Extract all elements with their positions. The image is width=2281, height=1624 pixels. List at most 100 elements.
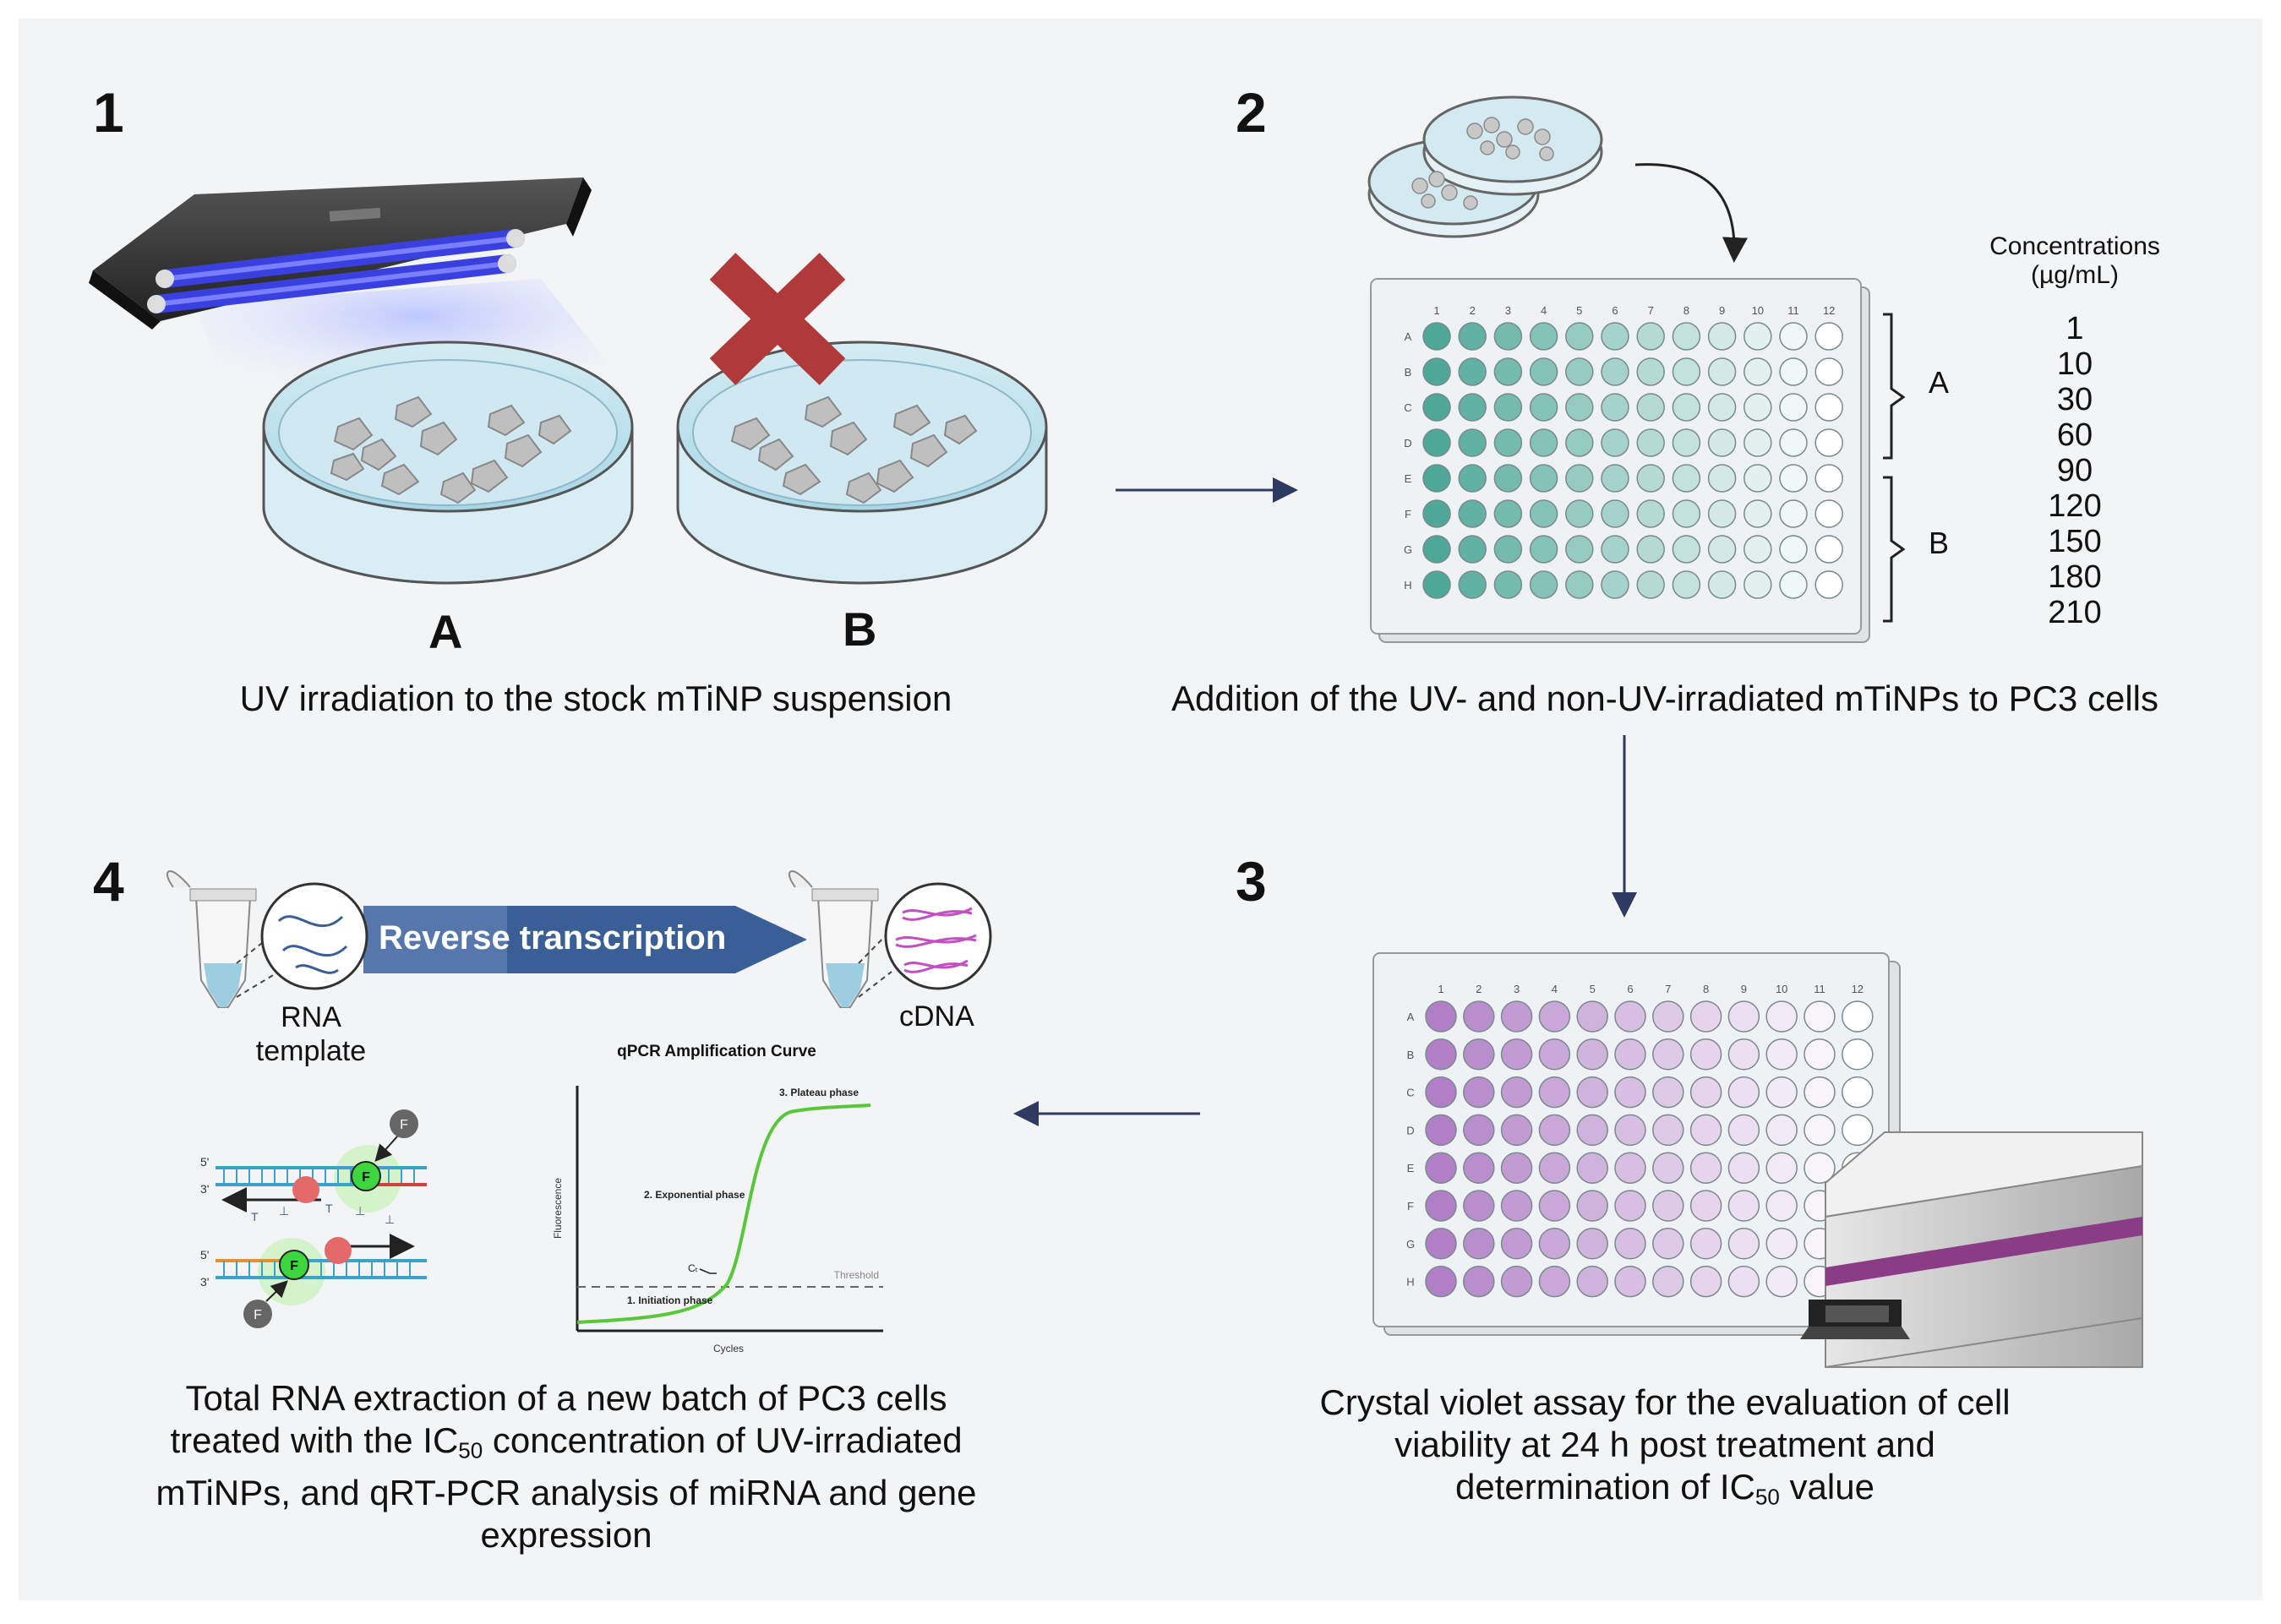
concentration-value: 10 [2056,346,2093,382]
plate3-well [1614,1190,1646,1222]
concentration-value: 120 [2048,488,2102,524]
plate3-well [1463,1152,1495,1184]
step-4-caption-line2-post: concentration of UV-irradiated [483,1420,963,1460]
rna-template-label: RNA template [252,1000,370,1068]
reverse-transcription-label: Reverse transcription [379,919,727,956]
step-1-caption: UV irradiation to the stock mTiNP suspen… [239,678,952,718]
qpcr-phase3: 3. Plateau phase [779,1087,859,1098]
plate2-well [1422,464,1451,493]
plate3-well [1652,1265,1684,1298]
plate2-well [1529,393,1558,422]
plate3-column-label: 8 [1703,983,1709,995]
plate2-well [1636,570,1665,599]
plate3-well [1689,1000,1722,1033]
plate2-well [1672,464,1701,493]
plate3-well [1463,1190,1495,1222]
plate3-well [1463,1228,1495,1260]
step-1-number: 1 [93,81,124,144]
plate3-row-label: D [1406,1124,1414,1136]
plate2-well [1493,464,1523,493]
plate3-well [1425,1190,1457,1222]
plate2-well [1743,464,1772,493]
plate3-well [1614,1228,1646,1260]
plate2-well [1779,499,1808,528]
plate3-well [1425,1076,1457,1109]
plate3-well [1425,1152,1457,1184]
plate2-column-label: 3 [1505,304,1511,317]
plate2-well [1422,535,1451,564]
plate2-well [1672,357,1701,386]
plate2-well [1493,393,1523,422]
plate2-well [1601,499,1629,528]
plate2-well [1636,428,1665,457]
plate2-well [1601,570,1629,599]
plate3-well [1689,1038,1722,1071]
plate2-column-label: 5 [1576,304,1582,317]
qpcr-threshold: Threshold [834,1269,879,1281]
plate3-well [1727,1038,1760,1071]
step-4-caption-line3: mTiNPs, and qRT-PCR analysis of miRNA an… [156,1472,977,1512]
plate2-well [1707,357,1737,386]
plate3-well [1765,1228,1798,1260]
plate2-well [1707,535,1737,564]
plate3-well [1804,1038,1836,1071]
concentration-value: 180 [2048,559,2102,595]
plate3-column-label: 1 [1438,983,1443,995]
plate2-well [1565,499,1594,528]
plate3-column-label: 6 [1627,983,1633,995]
plate3-well [1765,1000,1798,1033]
plate3-row-label: A [1407,1011,1415,1023]
plate2-well [1529,570,1558,599]
plate3-well [1652,1152,1684,1184]
plate3-well [1765,1114,1798,1147]
plate2-row-label: C [1404,401,1411,414]
probe-3prime-bottom: 3' [200,1275,209,1289]
plate3-column-label: 11 [1814,983,1825,995]
plate3-well [1652,1038,1684,1071]
bracket-b [1883,476,1906,623]
plate2-well [1743,357,1772,386]
plate2-well [1422,570,1451,599]
plate2-well [1779,393,1808,422]
plate2-well [1422,357,1451,386]
plate3-well [1652,1228,1684,1260]
plate2-well [1636,393,1665,422]
plate3-column-label: 7 [1665,983,1671,995]
plate3-well [1689,1152,1722,1184]
plate2-well [1565,322,1594,351]
plate3-well [1614,1265,1646,1298]
plate2-well [1493,428,1523,457]
plate2-column-label: 2 [1470,304,1476,317]
plate2-well [1779,322,1808,351]
plate3-well [1765,1152,1798,1184]
cdna-label: cDNA [899,1000,974,1033]
group-a-label: A [1929,365,1950,400]
concentration-value: 210 [2048,595,2102,630]
plate2-well [1672,499,1701,528]
plate2-well [1601,464,1629,493]
plate3-well [1727,1228,1760,1260]
plate3-well [1689,1228,1722,1260]
plate3-well [1765,1076,1798,1109]
plate2-well [1636,464,1665,493]
dish-a-label: A [428,605,463,658]
svg-text:⊥: ⊥ [355,1204,365,1218]
plate3-well [1538,1000,1571,1033]
plate2-column-label: 4 [1541,304,1547,317]
plate2-well [1493,570,1523,599]
plate3-column-label: 2 [1476,983,1482,995]
plate3-well [1765,1190,1798,1222]
plate3-well [1576,1190,1608,1222]
plate2-row-label: E [1405,472,1412,485]
plate2-row-label: B [1405,366,1412,379]
step-3-caption-line3-post: value [1779,1467,1874,1507]
plate3-column-label: 4 [1552,983,1558,995]
plate2-well [1672,428,1701,457]
plate2-well [1743,570,1772,599]
red-x-icon [709,253,846,385]
plate3-well [1538,1228,1571,1260]
plate3-well [1614,1114,1646,1147]
plate3-well [1425,1114,1457,1147]
plate-reader [1800,1131,2143,1369]
plate3-well [1727,1265,1760,1298]
